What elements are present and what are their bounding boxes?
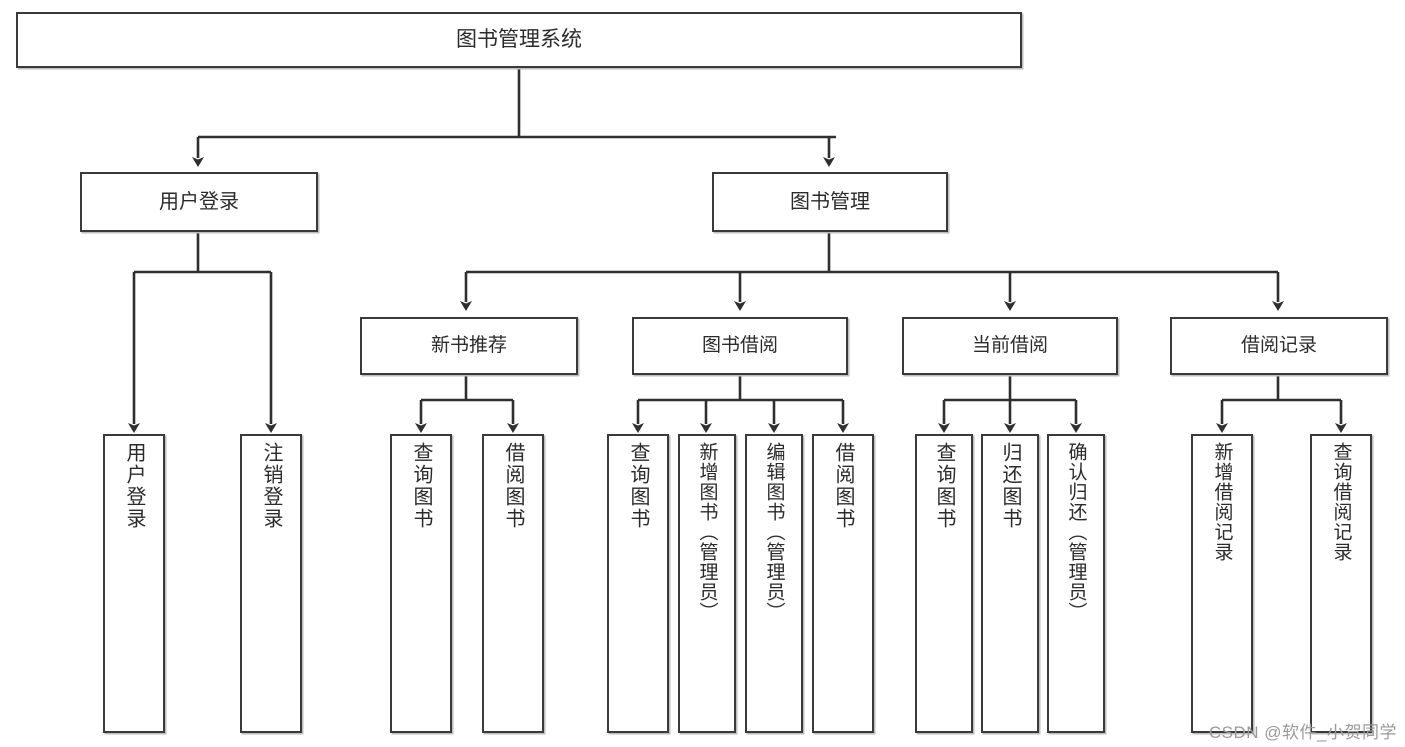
node-book-management[interactable]: 图书管理 [712, 172, 948, 232]
node-label: 新增图书（管理员） [696, 442, 718, 622]
node-label: 图书管理系统 [456, 27, 582, 51]
node-label: 新增借阅记录 [1211, 442, 1233, 562]
node-user-login[interactable]: 用户登录 [80, 172, 318, 232]
watermark: CSDN @软件_小贺同学 [1208, 723, 1397, 742]
node-label: 图书管理 [790, 190, 870, 213]
leaf-record-add-borrow-record[interactable]: 新增借阅记录 [1191, 434, 1253, 733]
node-label: 当前借阅 [971, 335, 1048, 357]
leaf-borrow-add-book-admin[interactable]: 新增图书（管理员） [678, 434, 736, 733]
node-label: 借阅记录 [1240, 335, 1317, 357]
node-label: 图书借阅 [701, 335, 778, 357]
leaf-borrow-query-book[interactable]: 查询图书 [607, 434, 669, 733]
node-label: 编辑图书（管理员） [763, 442, 785, 622]
leaf-current-query-book[interactable]: 查询图书 [915, 434, 973, 733]
leaf-user-login-login[interactable]: 用户登录 [103, 434, 165, 733]
node-book-borrow[interactable]: 图书借阅 [632, 317, 848, 375]
node-label: 归还图书 [999, 442, 1021, 530]
node-root-book-management-system[interactable]: 图书管理系统 [16, 12, 1022, 68]
node-label: 注销登录 [260, 442, 282, 530]
leaf-new-book-borrow[interactable]: 借阅图书 [482, 434, 544, 733]
node-label: 查询图书 [933, 442, 955, 530]
node-label: 用户登录 [123, 442, 145, 530]
node-label: 查询借阅记录 [1330, 442, 1352, 562]
node-label: 借阅图书 [502, 442, 524, 530]
node-label: 借阅图书 [832, 442, 854, 530]
leaf-new-book-query[interactable]: 查询图书 [390, 434, 452, 733]
node-new-book-recommend[interactable]: 新书推荐 [360, 317, 578, 375]
leaf-borrow-borrow-book[interactable]: 借阅图书 [812, 434, 874, 733]
node-label: 用户登录 [159, 190, 239, 213]
leaf-borrow-edit-book-admin[interactable]: 编辑图书（管理员） [745, 434, 803, 733]
leaf-user-login-logout[interactable]: 注销登录 [240, 434, 302, 733]
node-label: 查询图书 [410, 442, 432, 530]
node-borrow-record[interactable]: 借阅记录 [1170, 317, 1388, 375]
leaf-current-return-book[interactable]: 归还图书 [981, 434, 1039, 733]
node-label: 确认归还（管理员） [1065, 442, 1087, 622]
node-label: 查询图书 [627, 442, 649, 530]
leaf-current-confirm-return-admin[interactable]: 确认归还（管理员） [1047, 434, 1105, 733]
leaf-record-query-borrow-record[interactable]: 查询借阅记录 [1310, 434, 1372, 733]
node-label: 新书推荐 [430, 335, 507, 357]
node-current-borrow[interactable]: 当前借阅 [902, 317, 1118, 375]
